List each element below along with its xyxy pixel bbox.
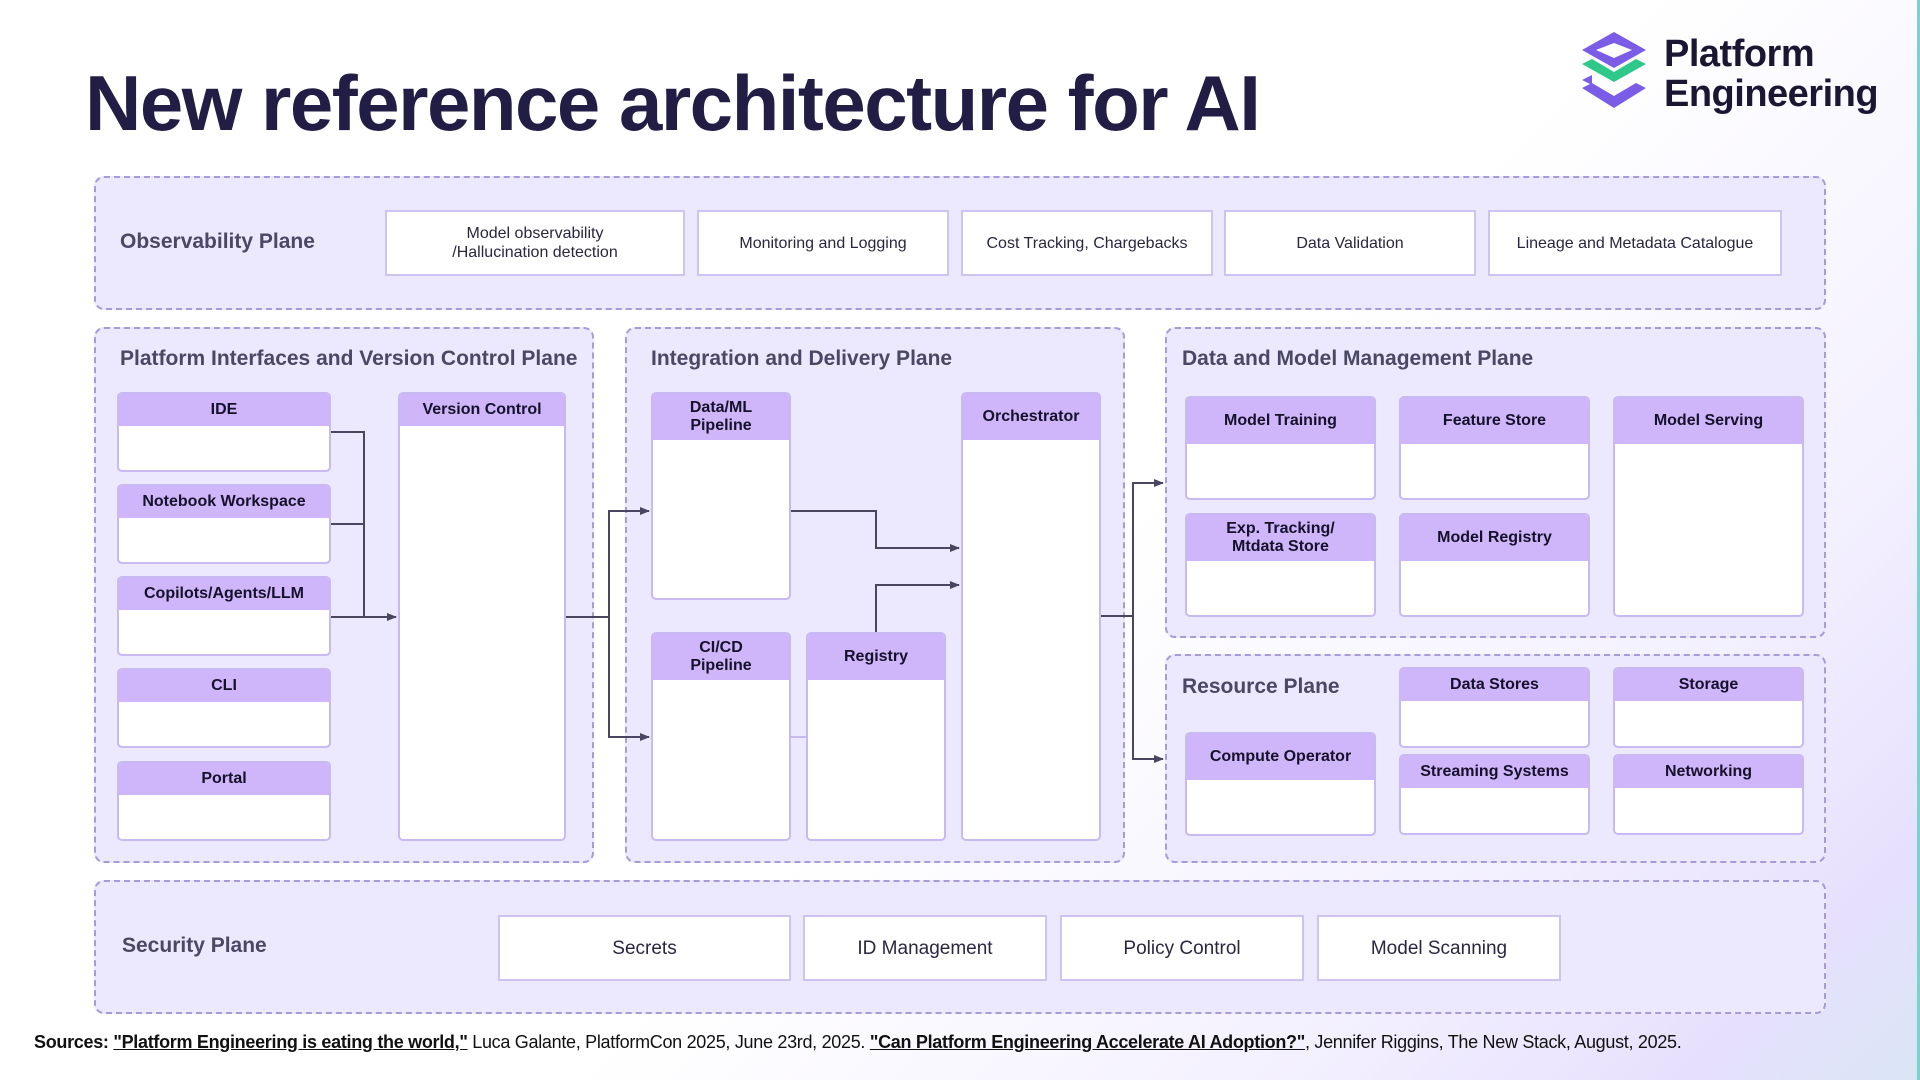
obs-cost-tracking-label: Cost Tracking, Chargebacks — [986, 234, 1188, 252]
card-feature-store[interactable]: Feature Store — [1399, 396, 1590, 500]
card-model-registry[interactable]: Model Registry — [1399, 513, 1590, 617]
card-version-control[interactable]: Version Control — [398, 392, 566, 841]
card-model-serving-header: Model Serving — [1615, 398, 1802, 444]
sources-label: Sources: — [34, 1032, 109, 1052]
integration-delivery-plane-title: Integration and Delivery Plane — [651, 347, 953, 370]
card-copilots-agents-llm-header: Copilots/Agents/LLM — [119, 578, 329, 610]
logo-line-2: Engineering — [1664, 73, 1879, 115]
obs-data-validation[interactable]: Data Validation — [1224, 210, 1476, 276]
card-orchestrator[interactable]: Orchestrator — [961, 392, 1101, 841]
card-storage-header: Storage — [1615, 669, 1802, 701]
card-cli-header: CLI — [119, 670, 329, 702]
card-data-ml-pipeline[interactable]: Data/ML Pipeline — [651, 392, 791, 600]
source-link-2[interactable]: "Can Platform Engineering Accelerate AI … — [869, 1032, 1305, 1052]
obs-monitoring-logging-label: Monitoring and Logging — [739, 234, 907, 252]
sec-model-scanning[interactable]: Model Scanning — [1317, 915, 1561, 981]
card-ide-header: IDE — [119, 394, 329, 426]
card-version-control-header: Version Control — [400, 394, 564, 426]
card-exp-tracking-header: Exp. Tracking/ Mtdata Store — [1187, 515, 1374, 561]
card-feature-store-header: Feature Store — [1401, 398, 1588, 444]
obs-lineage-metadata[interactable]: Lineage and Metadata Catalogue — [1488, 210, 1782, 276]
source-link-1[interactable]: "Platform Engineering is eating the worl… — [113, 1032, 468, 1052]
sec-model-scanning-label: Model Scanning — [1370, 937, 1508, 959]
card-networking-header: Networking — [1615, 756, 1802, 788]
card-model-registry-header: Model Registry — [1401, 515, 1588, 561]
card-model-training[interactable]: Model Training — [1185, 396, 1376, 500]
obs-model-observability-label: Model observability /Hallucination detec… — [452, 225, 618, 261]
card-notebook-workspace-header: Notebook Workspace — [119, 486, 329, 518]
right-edge-accent — [1917, 0, 1920, 1080]
card-compute-operator[interactable]: Compute Operator — [1185, 732, 1376, 836]
card-data-stores[interactable]: Data Stores — [1399, 667, 1590, 748]
data-model-management-plane-title: Data and Model Management Plane — [1182, 347, 1534, 370]
resource-plane-title: Resource Plane — [1182, 675, 1340, 698]
card-portal-header: Portal — [119, 763, 329, 795]
card-orchestrator-header: Orchestrator — [963, 394, 1099, 440]
card-data-stores-header: Data Stores — [1401, 669, 1588, 701]
card-model-training-header: Model Training — [1187, 398, 1374, 444]
connector-orch-to-resource — [1132, 616, 1164, 763]
card-notebook-workspace[interactable]: Notebook Workspace — [117, 484, 331, 564]
card-registry-header: Registry — [808, 634, 944, 680]
page-title: New reference architecture for AI — [85, 59, 1261, 147]
source-text-2: , Jennifer Riggins, The New Stack, Augus… — [1304, 1032, 1682, 1052]
sec-policy-control-label: Policy Control — [1123, 937, 1241, 959]
sec-id-management-label: ID Management — [857, 937, 993, 959]
obs-model-observability[interactable]: Model observability /Hallucination detec… — [385, 210, 685, 276]
card-ide[interactable]: IDE — [117, 392, 331, 472]
sec-secrets[interactable]: Secrets — [498, 915, 791, 981]
card-registry[interactable]: Registry — [806, 632, 946, 841]
card-streaming-systems[interactable]: Streaming Systems — [1399, 754, 1590, 835]
platform-engineering-logo: Platform Engineering — [1578, 30, 1898, 115]
obs-monitoring-logging[interactable]: Monitoring and Logging — [697, 210, 949, 276]
card-portal[interactable]: Portal — [117, 761, 331, 841]
card-cli[interactable]: CLI — [117, 668, 331, 748]
sec-secrets-label: Secrets — [612, 937, 677, 959]
logo-line-1: Platform — [1664, 33, 1815, 75]
card-cicd-pipeline[interactable]: CI/CD Pipeline — [651, 632, 791, 841]
sources-footer: Sources: "Platform Engineering is eating… — [34, 1032, 1682, 1053]
sec-id-management[interactable]: ID Management — [803, 915, 1047, 981]
card-streaming-systems-header: Streaming Systems — [1401, 756, 1588, 788]
sec-policy-control[interactable]: Policy Control — [1060, 915, 1304, 981]
card-data-ml-pipeline-header: Data/ML Pipeline — [653, 394, 789, 440]
card-networking[interactable]: Networking — [1613, 754, 1804, 835]
card-storage[interactable]: Storage — [1613, 667, 1804, 748]
card-compute-operator-header: Compute Operator — [1187, 734, 1374, 780]
card-copilots-agents-llm[interactable]: Copilots/Agents/LLM — [117, 576, 331, 656]
obs-data-validation-label: Data Validation — [1296, 234, 1404, 252]
card-exp-tracking[interactable]: Exp. Tracking/ Mtdata Store — [1185, 513, 1376, 617]
obs-cost-tracking[interactable]: Cost Tracking, Chargebacks — [961, 210, 1213, 276]
observability-plane-title: Observability Plane — [120, 230, 315, 253]
layers-logo-icon — [1582, 32, 1646, 108]
security-plane-title: Security Plane — [122, 934, 267, 957]
card-cicd-pipeline-header: CI/CD Pipeline — [653, 634, 789, 680]
obs-lineage-metadata-label: Lineage and Metadata Catalogue — [1516, 234, 1754, 252]
source-text-1: Luca Galante, PlatformCon 2025, June 23r… — [467, 1032, 870, 1052]
platform-interfaces-plane-title: Platform Interfaces and Version Control … — [120, 347, 578, 370]
card-model-serving[interactable]: Model Serving — [1613, 396, 1804, 617]
observability-plane — [94, 176, 1826, 310]
